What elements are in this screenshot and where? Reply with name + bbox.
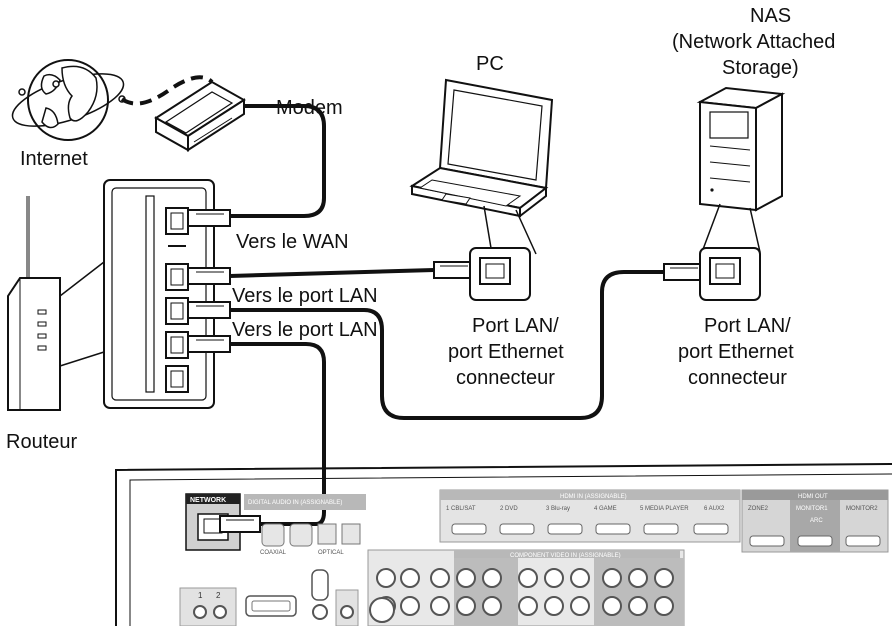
nas-cable [230, 270, 664, 420]
router-lan-port-2 [165, 297, 189, 325]
pc-port-label-line3: connecteur [456, 367, 555, 389]
pc-label: PC [476, 53, 504, 75]
router-lan-port-4 [165, 365, 189, 393]
router-icon [7, 196, 61, 411]
misc-rear-connectors: 1 2 [179, 569, 395, 626]
nas-tower-icon [696, 86, 786, 212]
receiver-plug [219, 515, 261, 533]
lan-plug-nas [187, 301, 231, 319]
component-video-label: COMPONENT VIDEO IN (ASSIGNABLE) [510, 553, 621, 559]
router-label: Routeur [6, 431, 77, 453]
wan-plug [187, 209, 231, 227]
lan-plug-receiver [187, 335, 231, 353]
hdmi-out-section: HDMI OUT ZONE2 MONITOR1 MONITOR2 ARC [741, 489, 889, 553]
nas-lan-port-icon [699, 247, 761, 301]
nas-port-callout [701, 203, 761, 253]
to-lan-label-1: Vers le port LAN [232, 285, 378, 307]
wan-cable [230, 104, 326, 218]
hdmi-in-1-label: 1 CBL/SAT [446, 506, 476, 512]
router-zoom-callout [59, 261, 105, 367]
router-lan-port-3 [165, 331, 189, 359]
hdmi-out-monitor1-label: MONITOR1 [796, 506, 828, 512]
pc-plug [433, 261, 475, 279]
to-wan-label: Vers le WAN [236, 231, 349, 253]
svg-text:2: 2 [216, 591, 221, 600]
internet-label: Internet [20, 148, 88, 170]
digital-audio-section: DIGITAL AUDIO IN (ASSIGNABLE) COAXIAL OP… [244, 494, 366, 556]
lan-plug-pc [187, 267, 231, 285]
nas-port-label-line1: Port LAN/ [704, 315, 791, 337]
hdmi-in-section: HDMI IN (ASSIGNABLE) 1 CBL/SAT 2 DVD 3 B… [439, 489, 741, 543]
coaxial-label: COAXIAL [260, 550, 287, 556]
modem-icon [154, 80, 246, 152]
svg-text:1: 1 [198, 591, 203, 600]
hdmi-in-3-label: 3 Blu-ray [546, 506, 570, 512]
laptop-icon [409, 78, 554, 219]
hdmi-out-label: HDMI OUT [798, 494, 828, 500]
nas-label-line2: (Network Attached [672, 31, 835, 53]
digital-audio-label: DIGITAL AUDIO IN (ASSIGNABLE) [248, 500, 342, 506]
hdmi-out-zone2-label: ZONE2 [748, 506, 769, 512]
pc-port-label-line2: port Ethernet [448, 341, 564, 363]
router-lan-port-1 [165, 263, 189, 291]
nas-label-line3: Storage) [722, 57, 799, 79]
hdmi-out-monitor2-label: MONITOR2 [846, 506, 878, 512]
network-panel-label: NETWORK [190, 497, 226, 504]
arc-label: ARC [810, 518, 823, 524]
nas-plug [663, 263, 705, 281]
hdmi-in-4-label: 4 GAME [594, 506, 617, 512]
hdmi-in-5-label: 5 MEDIA PLAYER [640, 506, 689, 512]
router-wan-port [165, 207, 189, 235]
hdmi-in-label: HDMI IN (ASSIGNABLE) [560, 494, 627, 500]
nas-port-label-line3: connecteur [688, 367, 787, 389]
nas-port-label-line2: port Ethernet [678, 341, 794, 363]
to-lan-label-2: Vers le port LAN [232, 319, 378, 341]
pc-port-callout [483, 205, 537, 255]
hdmi-in-2-label: 2 DVD [500, 506, 518, 512]
receiver-cable [220, 342, 326, 526]
receiver-rear-panel [115, 463, 892, 626]
pc-cable [229, 268, 435, 278]
internet-globe-icon [11, 59, 126, 141]
nas-label-line1: NAS [750, 5, 791, 27]
optical-label: OPTICAL [318, 550, 344, 556]
pc-port-label-line1: Port LAN/ [472, 315, 559, 337]
hdmi-in-6-label: 6 AUX2 [704, 506, 725, 512]
component-video-section: COMPONENT VIDEO IN (ASSIGNABLE) [367, 549, 685, 626]
pc-lan-port-icon [469, 247, 531, 301]
